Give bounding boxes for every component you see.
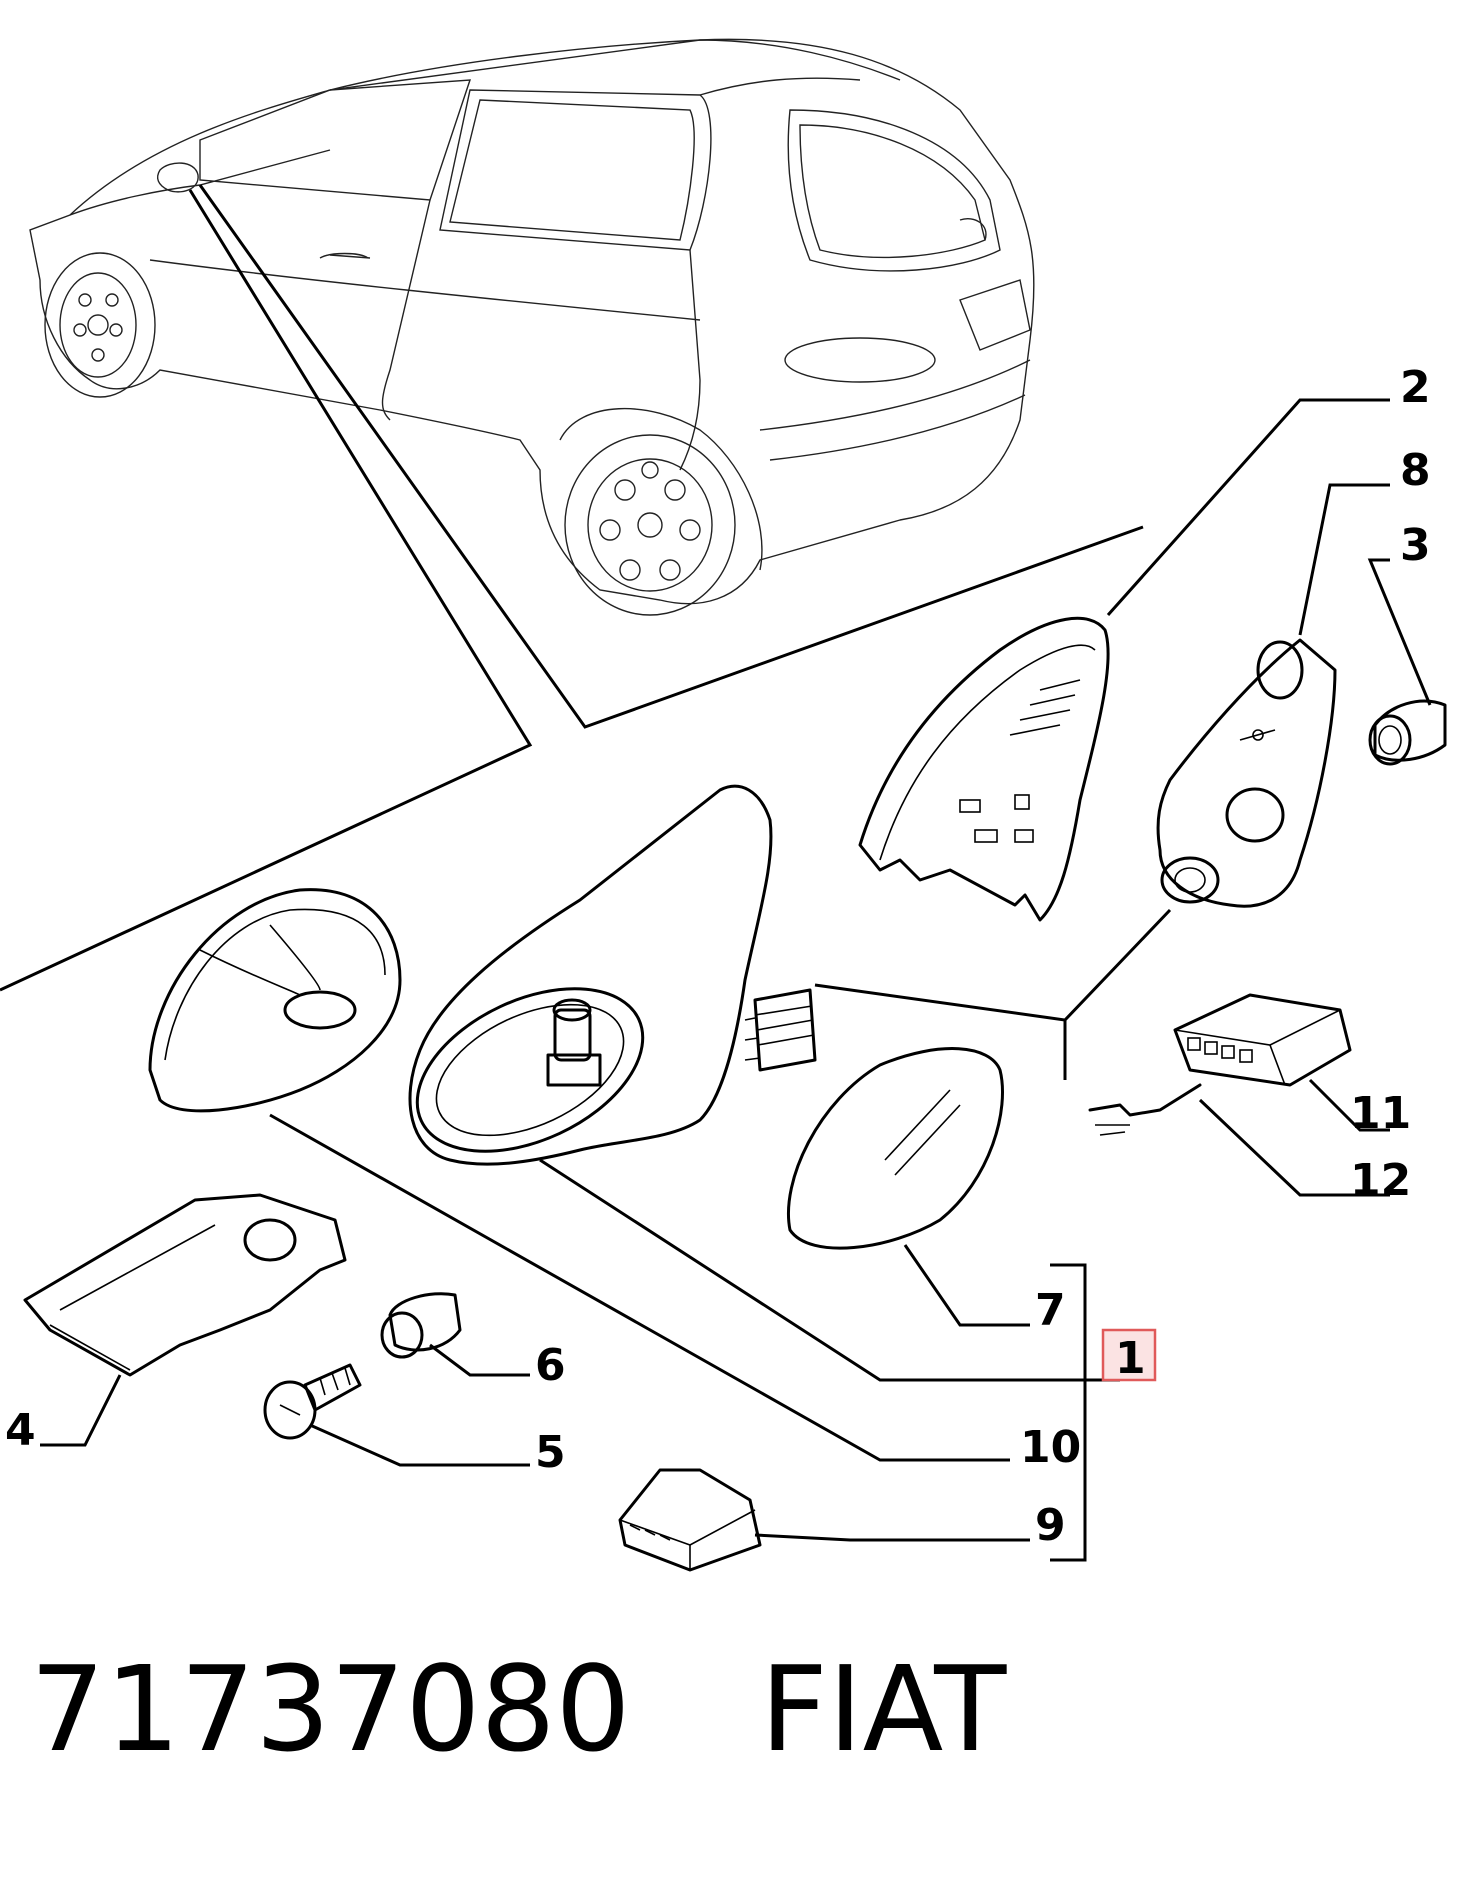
bushing — [1368, 699, 1447, 766]
mirror-cap — [858, 616, 1110, 922]
callout-4: 4 — [5, 1405, 36, 1456]
part-number: 71737080 — [30, 1640, 631, 1778]
callout-6: 6 — [535, 1340, 566, 1391]
brand-name: FIAT — [760, 1640, 1007, 1778]
callout-8: 8 — [1400, 445, 1431, 496]
adjuster-bracket — [1156, 638, 1337, 908]
callout-2: 2 — [1400, 362, 1431, 413]
callout-9: 9 — [1035, 1500, 1066, 1551]
mirror-housing-shell — [148, 888, 402, 1113]
screw — [263, 1363, 362, 1440]
callout-3: 3 — [1400, 520, 1431, 571]
mirror-body-base — [408, 784, 817, 1166]
connector-11 — [1173, 993, 1352, 1087]
plug — [380, 1292, 462, 1359]
callout-11: 11 — [1350, 1088, 1411, 1139]
car-illustration — [29, 38, 1035, 616]
callout-12: 12 — [1350, 1155, 1411, 1206]
callout-7: 7 — [1035, 1285, 1066, 1336]
terminal-pin — [1088, 1083, 1202, 1136]
callout-1: 1 — [1115, 1333, 1146, 1384]
connector-9 — [618, 1468, 762, 1572]
bracket-plate — [23, 1193, 347, 1377]
mirror-glass — [787, 1047, 1004, 1250]
callout-10: 10 — [1020, 1422, 1081, 1473]
projection-lines — [0, 184, 1144, 992]
callout-5: 5 — [535, 1427, 566, 1478]
leader-lines — [40, 398, 1432, 1562]
callout-1-highlight — [1101, 1328, 1157, 1382]
